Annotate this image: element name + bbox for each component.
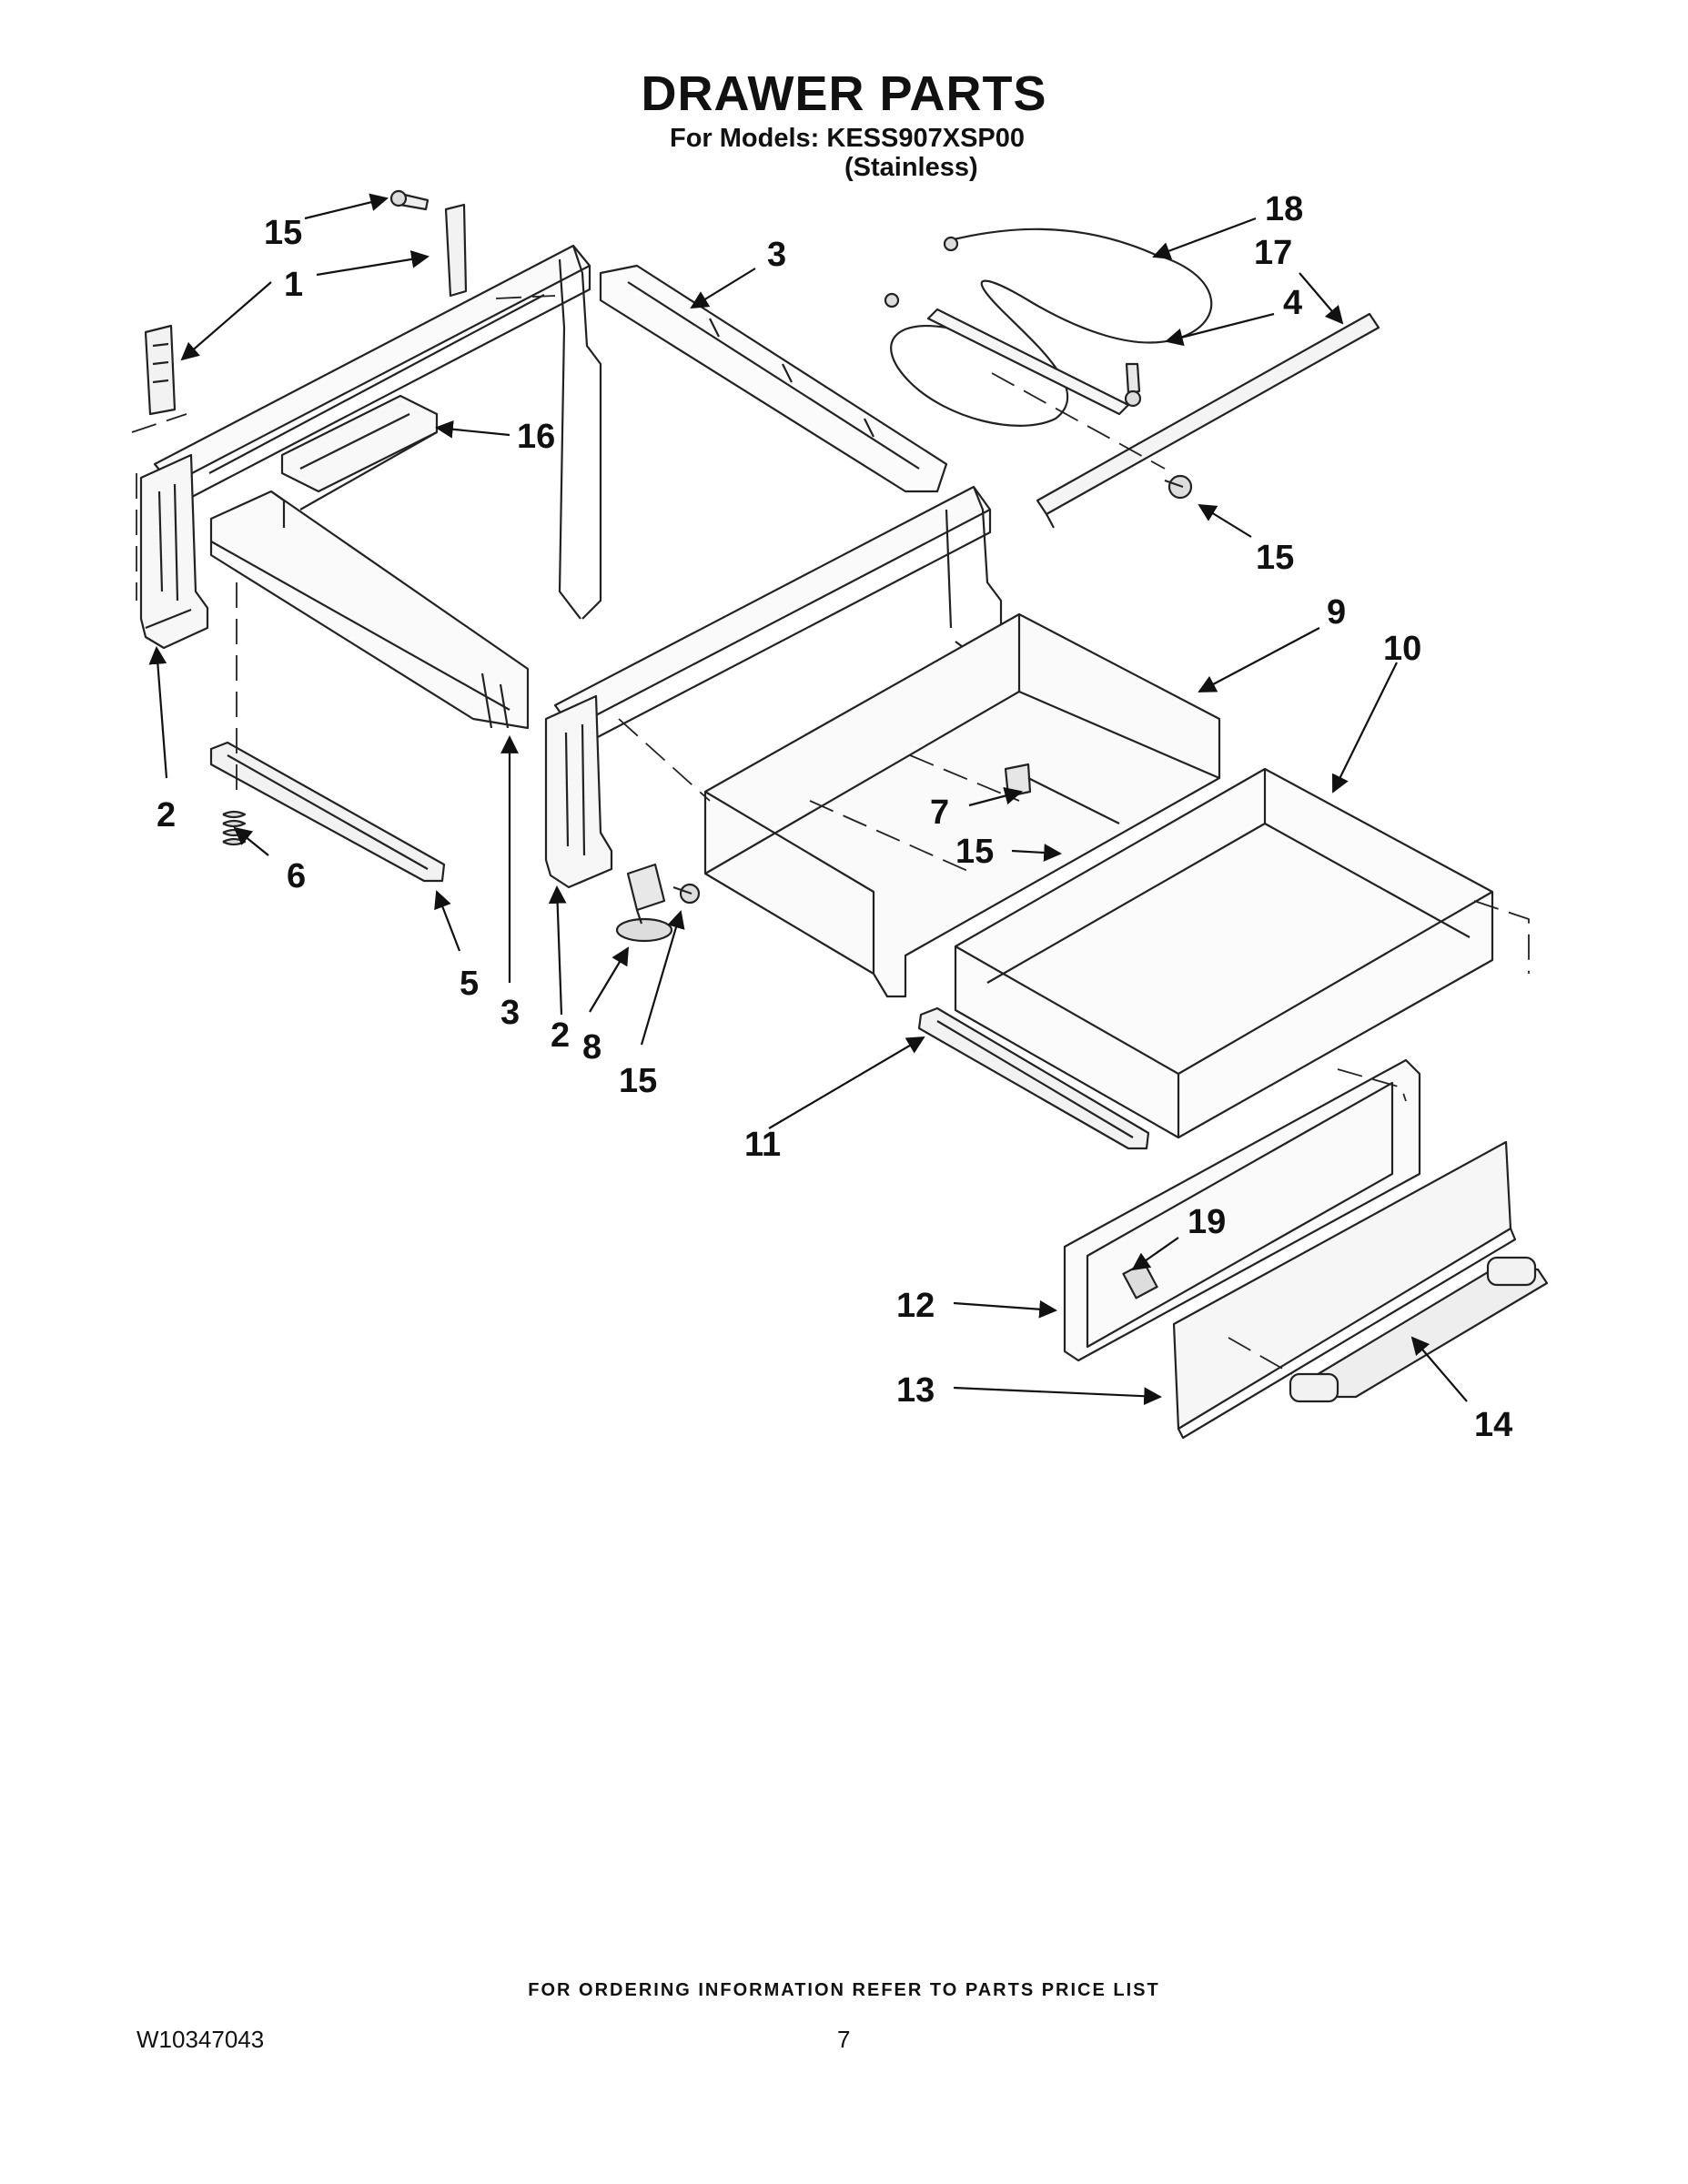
finish-line: (Stainless) [844,153,978,182]
page-number: 7 [837,2026,851,2053]
page-title: DRAWER PARTS [641,66,1047,121]
callout-3-a: 3 [767,236,786,274]
spring [222,810,247,846]
assembly-lines [131,295,1530,1375]
callout-13: 13 [896,1371,935,1410]
callout-5: 5 [460,965,479,1003]
callout-14: 14 [1474,1406,1512,1444]
callout-2-a: 2 [157,796,176,834]
ordering-note: FOR ORDERING INFORMATION REFER TO PARTS … [528,1980,1160,2000]
top-bracket-rail [599,264,948,493]
bake-element [884,228,1213,427]
callout-18: 18 [1265,190,1303,228]
document-number: W10347043 [136,2026,265,2053]
drawer-box [954,767,1494,1139]
callout-4: 4 [1283,284,1302,322]
callout-1: 1 [284,266,303,304]
callout-3-b: 3 [500,994,520,1032]
frame-side-left [139,453,209,650]
callout-15-c: 15 [955,833,994,871]
parts-drawing [131,189,1549,1440]
callout-15-b: 15 [1256,539,1294,577]
frame-side-right [544,694,613,889]
callout-12: 12 [896,1287,935,1325]
callout-11: 11 [744,1126,781,1164]
callout-2-b: 2 [551,1016,570,1055]
callout-labels: 15 1 3 18 17 4 16 15 2 9 10 7 15 6 5 3 2… [157,190,1512,1444]
drawer-inner-panel [1063,1058,1421,1362]
callout-7: 7 [930,794,949,832]
callout-17: 17 [1254,234,1292,272]
drawer-handle [1289,1256,1549,1403]
callout-16: 16 [517,418,555,456]
leveling-leg [615,863,701,943]
drawer-slide [917,1006,1150,1150]
callout-9: 9 [1327,593,1346,632]
models-line: For Models: KESS907XSP00 [670,124,1026,153]
callout-10: 10 [1383,630,1421,668]
callout-6: 6 [287,857,306,895]
front-crossbar [209,490,530,730]
leader-arrows [148,193,1468,1406]
rear-trim-strip [1036,312,1380,529]
screw-top-left [389,189,430,211]
callout-15-d: 15 [619,1062,657,1100]
drawer-liner [703,612,1221,998]
hinge-brackets [144,203,468,416]
drawer-slide-left [209,741,446,883]
drawer-front-panel [1172,1140,1517,1440]
callout-8: 8 [582,1028,601,1067]
callout-15-a: 15 [264,214,302,252]
element-screws [1124,362,1193,500]
callout-19: 19 [1188,1203,1226,1241]
